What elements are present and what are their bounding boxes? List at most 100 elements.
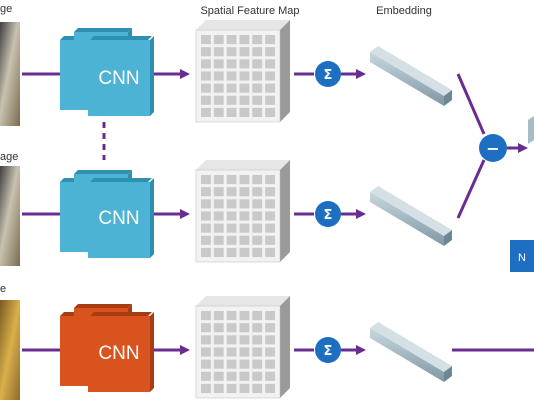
fmap-cell — [239, 187, 250, 197]
fmap-cell — [252, 71, 263, 81]
fmap-cell — [265, 223, 275, 233]
fmap-side-face — [280, 20, 290, 122]
fmap-cell — [226, 311, 237, 321]
embedding-2 — [370, 186, 452, 246]
fmap-cell — [201, 71, 211, 81]
fmap-cell — [252, 347, 263, 357]
fmap-cell — [201, 47, 211, 57]
fmap-cell — [252, 187, 263, 197]
fmap-cell — [239, 175, 250, 185]
fmap-cell — [265, 311, 275, 321]
fmap-cell — [226, 323, 237, 333]
fmap-cell — [252, 235, 263, 245]
fmap-cell — [201, 223, 211, 233]
feature-map-1 — [195, 20, 290, 123]
fmap-cell — [201, 371, 211, 381]
sum-symbol-1: Σ — [324, 68, 333, 83]
fmap-cell — [239, 383, 250, 393]
line-emb1-minus — [456, 73, 486, 135]
feature-map-2 — [195, 160, 290, 263]
fmap-cell — [201, 359, 211, 369]
fmap-cell — [226, 371, 237, 381]
embedding-header: Embedding — [376, 5, 432, 17]
fmap-cell — [265, 371, 275, 381]
fmap-cell — [252, 95, 263, 105]
fmap-cell — [201, 59, 211, 69]
fmap-cell — [226, 211, 237, 221]
fmap-cell — [265, 347, 275, 357]
fmap-cell — [239, 311, 250, 321]
fmap-cell — [252, 107, 263, 117]
fmap-cell — [213, 335, 224, 345]
feature-map-header: Spatial Feature Map — [200, 5, 299, 17]
fmap-cell — [252, 323, 263, 333]
row1-label: ge — [0, 3, 12, 15]
fmap-cell — [226, 247, 237, 257]
fmap-cell — [252, 211, 263, 221]
fmap-cell — [213, 187, 224, 197]
sum-op-1: Σ — [315, 61, 341, 87]
fmap-cell — [239, 59, 250, 69]
minus-symbol: − — [486, 139, 499, 158]
fmap-cell — [201, 383, 211, 393]
fmap-cell — [265, 59, 275, 69]
feature-map-3 — [195, 296, 290, 399]
row2-label: age — [0, 151, 18, 163]
fmap-cell — [213, 71, 224, 81]
fmap-cell — [201, 311, 211, 321]
fmap-cell — [201, 235, 211, 245]
fmap-cell — [226, 187, 237, 197]
fmap-cell — [213, 95, 224, 105]
input-image-1 — [0, 22, 20, 126]
fmap-cell — [213, 371, 224, 381]
fmap-cell — [265, 35, 275, 45]
fmap-cell — [213, 47, 224, 57]
fmap-cell — [239, 35, 250, 45]
fmap-cell — [239, 211, 250, 221]
fmap-cell — [201, 187, 211, 197]
fmap-cell — [265, 323, 275, 333]
fmap-cell — [213, 175, 224, 185]
fmap-cell — [252, 335, 263, 345]
cnn-label-1: CNN — [98, 68, 139, 89]
fmap-cell — [226, 35, 237, 45]
fmap-cell — [239, 199, 250, 209]
fmap-cell — [252, 47, 263, 57]
fmap-cell — [252, 247, 263, 257]
fmap-cell — [213, 211, 224, 221]
fmap-cell — [201, 247, 211, 257]
fmap-cell — [201, 323, 211, 333]
fmap-cell — [239, 371, 250, 381]
fmap-cell — [252, 199, 263, 209]
fmap-cell — [239, 335, 250, 345]
fmap-cell — [213, 35, 224, 45]
fmap-cell — [252, 311, 263, 321]
fmap-cell — [201, 211, 211, 221]
line-emb2-minus — [456, 159, 486, 219]
fmap-cell — [226, 359, 237, 369]
fmap-cell — [265, 83, 275, 93]
fmap-cell — [239, 223, 250, 233]
minus-op: − — [479, 134, 507, 162]
fmap-cell — [265, 235, 275, 245]
fmap-cell — [226, 383, 237, 393]
fmap-cell — [226, 59, 237, 69]
fmap-cell — [239, 71, 250, 81]
input-image-2 — [0, 166, 20, 266]
fmap-cell — [239, 107, 250, 117]
fmap-cell — [226, 175, 237, 185]
fmap-cell — [239, 95, 250, 105]
sum-op-3: Σ — [315, 337, 341, 363]
fmap-top-face — [196, 20, 290, 30]
fmap-cell — [201, 335, 211, 345]
sum-op-2: Σ — [315, 201, 341, 227]
fmap-cell — [252, 59, 263, 69]
fmap-cell — [239, 359, 250, 369]
output-label-text: N — [518, 252, 526, 264]
fmap-cell — [213, 59, 224, 69]
fmap-cell — [226, 71, 237, 81]
fmap-cell — [265, 199, 275, 209]
fmap-cell — [226, 199, 237, 209]
fmap-cell — [226, 335, 237, 345]
fmap-cell — [265, 95, 275, 105]
